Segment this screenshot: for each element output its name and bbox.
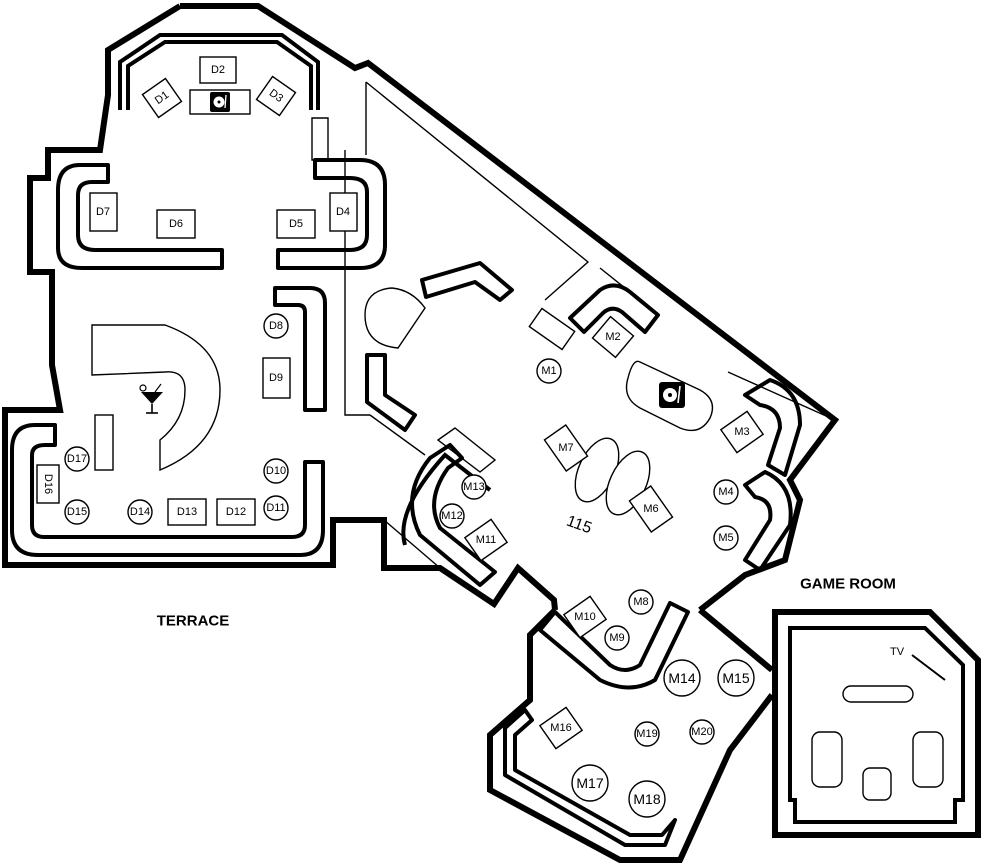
table-d16[interactable]: D16: [36, 464, 60, 504]
table-m5[interactable]: M5: [713, 525, 739, 551]
svg-text:D11: D11: [266, 502, 285, 514]
table-m14[interactable]: M14: [663, 659, 701, 697]
table-m1[interactable]: M1: [536, 358, 562, 384]
table-m13[interactable]: M13: [461, 474, 487, 500]
svg-text:D6: D6: [169, 218, 183, 230]
bar-counter: [91, 324, 221, 472]
table-m3[interactable]: M3: [719, 410, 765, 454]
turntable-icon: [659, 382, 685, 408]
table-m19[interactable]: M19: [634, 721, 660, 747]
table-d2[interactable]: D2: [199, 56, 237, 84]
area-labels: TERRACE GAME ROOM 115 TV: [157, 513, 905, 658]
table-d14[interactable]: D14: [127, 499, 153, 525]
svg-text:M18: M18: [633, 791, 660, 807]
svg-text:M1: M1: [541, 365, 556, 377]
turntable-icon: [210, 92, 230, 112]
svg-text:M5: M5: [718, 532, 733, 544]
svg-text:D16: D16: [42, 474, 54, 494]
svg-text:D12: D12: [226, 506, 246, 518]
table-d5[interactable]: D5: [276, 209, 316, 239]
table-d17[interactable]: D17: [64, 446, 90, 472]
table-m9[interactable]: M9: [604, 625, 630, 651]
table-m11[interactable]: M11: [463, 518, 509, 562]
game-room: [772, 609, 981, 838]
main-tables: M1 M2 M3 M4 M5 M6 M7 M8: [439, 315, 765, 818]
table-m20[interactable]: M20: [689, 719, 715, 745]
table-d4[interactable]: D4: [329, 192, 358, 232]
svg-text:M3: M3: [734, 426, 749, 438]
svg-text:D15: D15: [67, 506, 87, 518]
svg-text:M15: M15: [722, 670, 749, 686]
svg-text:M11: M11: [476, 534, 497, 546]
svg-text:M16: M16: [550, 722, 571, 734]
svg-text:M4: M4: [718, 486, 733, 498]
svg-text:D8: D8: [269, 320, 283, 332]
svg-text:D7: D7: [96, 206, 110, 218]
table-m8[interactable]: M8: [628, 589, 654, 615]
tv-label: TV: [890, 646, 905, 658]
table-d15[interactable]: D15: [64, 499, 90, 525]
table-m12[interactable]: M12: [439, 503, 465, 529]
lounge-features: [364, 287, 714, 516]
svg-text:D10: D10: [266, 465, 286, 477]
table-d10[interactable]: D10: [263, 458, 289, 484]
table-m16[interactable]: M16: [538, 706, 584, 750]
svg-text:D14: D14: [130, 506, 150, 518]
game-room-label: GAME ROOM: [800, 576, 896, 593]
svg-text:D17: D17: [67, 453, 87, 465]
inner-walls: [118, 33, 836, 569]
table-m10[interactable]: M10: [562, 595, 608, 639]
terrace-label: TERRACE: [157, 613, 230, 630]
game-table-long: [842, 685, 914, 703]
dj-booth: [189, 89, 251, 115]
svg-text:M12: M12: [441, 510, 462, 522]
table-m15[interactable]: M15: [717, 659, 755, 697]
svg-text:M19: M19: [636, 728, 657, 740]
table-d8[interactable]: D8: [263, 313, 289, 339]
table-d6[interactable]: D6: [156, 209, 196, 239]
banquettes: [10, 158, 802, 847]
svg-text:D2: D2: [211, 64, 225, 76]
svg-text:D13: D13: [177, 506, 197, 518]
table-d3[interactable]: D3: [255, 75, 297, 117]
outer-walls: [2, 2, 840, 863]
svg-text:M6: M6: [643, 503, 658, 515]
game-seat-center: [862, 767, 892, 801]
terrace-tables: D1 D2 D3 D4 D5 D6 D7 D8: [36, 56, 358, 526]
table-m2[interactable]: M2: [591, 315, 635, 359]
svg-text:M14: M14: [668, 670, 695, 686]
svg-text:M20: M20: [691, 726, 712, 738]
svg-text:M7: M7: [558, 442, 573, 454]
table-d9[interactable]: D9: [262, 357, 291, 399]
table-m18[interactable]: M18: [628, 780, 666, 818]
table-d1[interactable]: D1: [141, 77, 183, 119]
svg-text:M2: M2: [605, 331, 620, 343]
svg-text:M13: M13: [463, 481, 484, 493]
table-d12[interactable]: D12: [216, 498, 256, 526]
svg-text:M9: M9: [609, 632, 624, 644]
svg-text:D5: D5: [289, 218, 303, 230]
svg-text:M8: M8: [633, 596, 648, 608]
table-m7[interactable]: M7: [543, 424, 589, 472]
table-m4[interactable]: M4: [713, 479, 739, 505]
room-number-label: 115: [564, 513, 594, 538]
game-seat-right: [912, 731, 944, 788]
svg-text:D4: D4: [336, 206, 350, 218]
svg-text:D9: D9: [269, 372, 283, 384]
table-d11[interactable]: D11: [263, 495, 289, 521]
table-m17[interactable]: M17: [571, 764, 609, 802]
cocktail-icon: [139, 383, 163, 414]
table-d13[interactable]: D13: [167, 498, 207, 526]
svg-text:M17: M17: [576, 775, 603, 791]
game-seat-left: [811, 731, 843, 788]
table-d7[interactable]: D7: [89, 192, 118, 232]
svg-text:M10: M10: [574, 611, 595, 623]
table-m6[interactable]: M6: [628, 485, 674, 533]
